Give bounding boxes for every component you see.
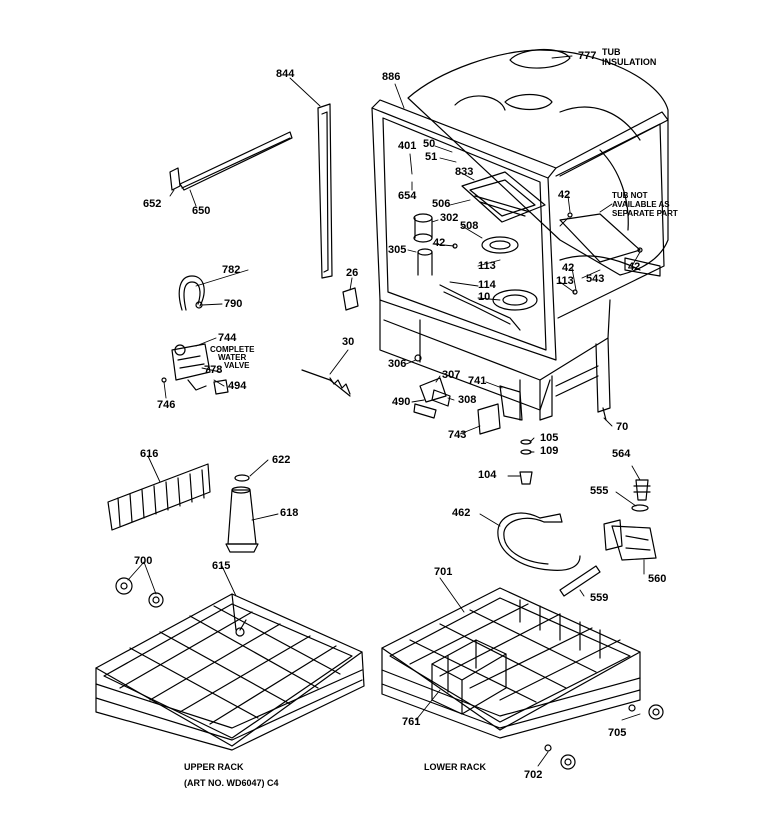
part-label-650: 650: [192, 205, 211, 217]
tub-insulation-label-line1: TUB: [602, 47, 621, 57]
part-label-744: 744: [218, 332, 237, 344]
door-gasket: [317, 103, 333, 279]
part-label-705: 705: [608, 727, 627, 739]
part-label-401: 401: [398, 140, 417, 152]
part-label-70: 70: [616, 421, 629, 433]
pump-housing: [603, 519, 657, 561]
part-label-702: 702: [524, 769, 543, 781]
part-label-51: 51: [425, 151, 438, 163]
part-label-700: 700: [134, 555, 153, 567]
part-label-307: 307: [442, 369, 461, 381]
part-label-305: 305: [388, 244, 407, 256]
part-label-104: 104: [478, 469, 497, 481]
part-label-622: 622: [272, 454, 291, 466]
part-label-114: 114: [478, 279, 496, 291]
tub-not-available-line1: TUB NOT: [612, 191, 648, 200]
part-label-462: 462: [452, 507, 471, 519]
part-label-782: 782: [222, 264, 241, 276]
part-label-761: 761: [402, 716, 421, 728]
part-label-302: 302: [440, 212, 459, 224]
part-label-42-d: 42: [628, 261, 641, 273]
part-label-833: 833: [455, 166, 474, 178]
part-label-308: 308: [458, 394, 477, 406]
water-valve: [171, 343, 229, 395]
part-label-886: 886: [382, 71, 401, 83]
complete-water-valve-line3: VALVE: [224, 361, 250, 370]
lower-rack-caption: LOWER RACK: [424, 762, 486, 772]
tub-assembly: [371, 48, 669, 421]
lower-rack: [381, 587, 641, 739]
part-label-743: 743: [448, 429, 467, 441]
part-label-42-a: 42: [433, 237, 446, 249]
part-label-559: 559: [590, 592, 609, 604]
part-label-113-b: 113: [556, 275, 574, 287]
part-label-105: 105: [540, 432, 559, 444]
hose-clip: [178, 275, 205, 311]
part-label-618: 618: [280, 507, 299, 519]
part-label-10: 10: [478, 291, 491, 303]
part-label-560: 560: [648, 573, 667, 585]
part-label-564: 564: [612, 448, 631, 460]
drain-hose: [497, 512, 581, 571]
part-label-615: 615: [212, 560, 231, 572]
part-label-494: 494: [228, 380, 247, 392]
part-label-741: 741: [468, 375, 487, 387]
part-label-508: 508: [460, 220, 479, 232]
upper-rack-caption: UPPER RACK: [184, 762, 244, 772]
upper-rack-art-number: (ART NO. WD6047) C4: [184, 778, 279, 788]
part-label-506: 506: [432, 198, 451, 210]
leader-lines: [127, 55, 645, 767]
part-label-616: 616: [140, 448, 159, 460]
upper-rack: [95, 593, 365, 751]
part-label-777: 777: [578, 50, 597, 62]
part-label-113-a: 113: [478, 260, 496, 272]
complete-water-valve-line2: WATER: [218, 353, 247, 362]
spray-tower: [227, 489, 257, 545]
part-label-652: 652: [143, 198, 162, 210]
part-label-844: 844: [276, 68, 295, 80]
part-label-555: 555: [590, 485, 609, 497]
part-label-42-b: 42: [558, 189, 571, 201]
part-label-701: 701: [434, 566, 453, 578]
spring: [301, 369, 351, 397]
part-label-490: 490: [392, 396, 411, 408]
part-label-778: 778: [204, 364, 223, 376]
part-label-654: 654: [398, 190, 417, 202]
tub-not-available-line2: AVAILABLE AS: [612, 200, 670, 209]
part-label-42-c: 42: [562, 262, 575, 274]
part-label-109: 109: [540, 445, 559, 457]
part-label-790: 790: [224, 298, 243, 310]
part-label-306: 306: [388, 358, 407, 370]
part-label-543: 543: [586, 273, 605, 285]
complete-water-valve-line1: COMPLETE: [210, 345, 255, 354]
part-label-26: 26: [346, 267, 359, 279]
tub-not-available-line3: SEPARATE PART: [612, 209, 678, 218]
part-label-746: 746: [157, 399, 176, 411]
part-label-30: 30: [342, 336, 355, 348]
bottom-strip: [169, 131, 293, 191]
tub-insulation-label-line2: INSULATION: [602, 57, 657, 67]
shelf-insert: [107, 463, 211, 531]
part-label-50: 50: [423, 138, 436, 150]
